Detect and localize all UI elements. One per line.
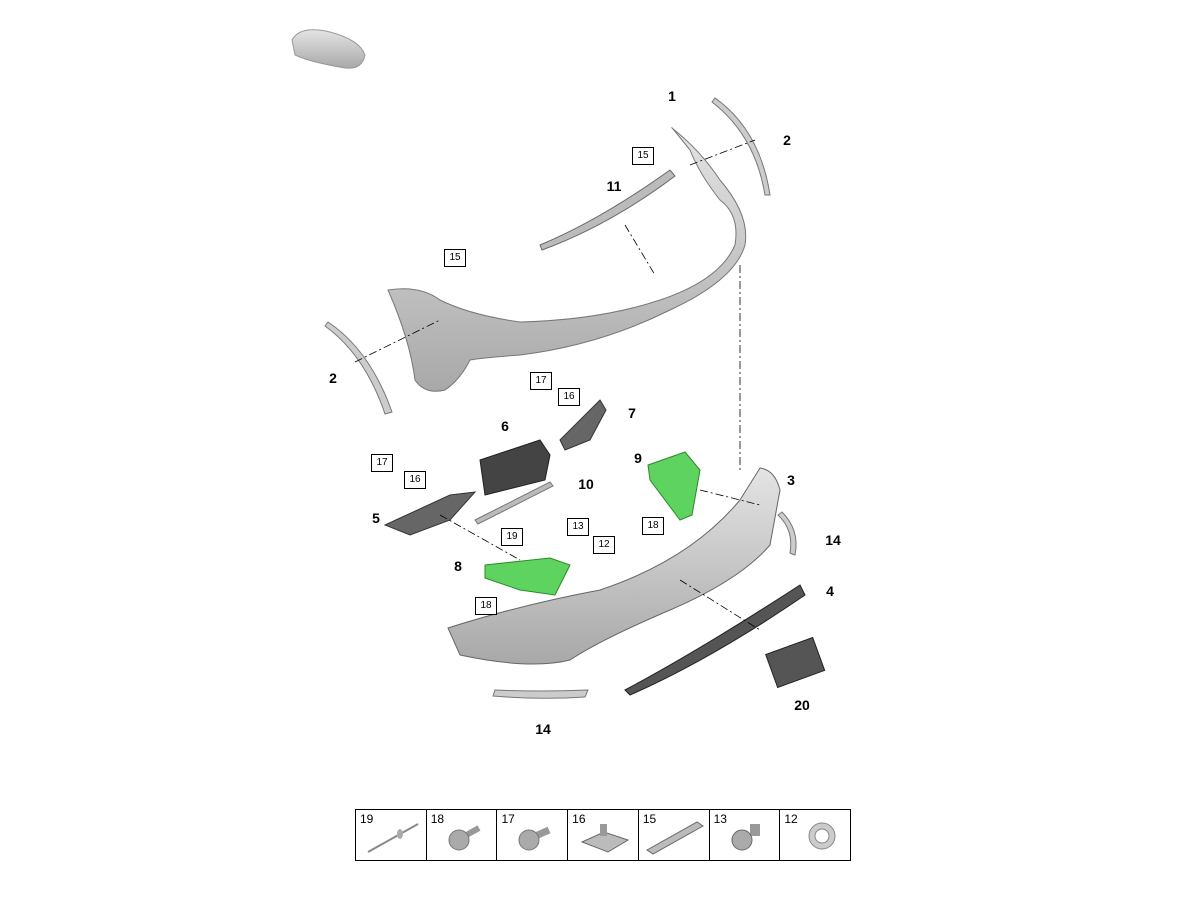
legend-cell-17[interactable]: 17 <box>497 810 569 860</box>
legend-number: 19 <box>360 812 374 826</box>
legend-number: 13 <box>713 812 727 826</box>
fastener-legend: 19 18 17 16 15 13 12 <box>355 809 851 861</box>
ref-box-17[interactable]: 17 <box>371 454 393 472</box>
clip-nut-icon <box>580 824 630 853</box>
part-10 <box>474 481 554 525</box>
ref-box-16[interactable]: 16 <box>558 388 580 406</box>
callout-14: 14 <box>825 532 841 548</box>
callout-20: 20 <box>794 697 810 713</box>
callout-14: 14 <box>535 721 551 737</box>
legend-number: 12 <box>784 812 798 826</box>
bumper-cover <box>387 127 747 392</box>
part-7 <box>559 399 607 451</box>
bumper-strip-11 <box>539 169 676 251</box>
screw-icon <box>448 825 481 851</box>
callout-9: 9 <box>634 450 642 466</box>
ref-box-15[interactable]: 15 <box>444 249 466 267</box>
callout-11: 11 <box>606 178 622 194</box>
ring-icon <box>808 822 836 850</box>
legend-cell-18[interactable]: 18 <box>427 810 498 860</box>
part-5 <box>383 491 477 536</box>
screw-icon <box>518 826 551 851</box>
part-20 <box>765 636 826 689</box>
callout-3: 3 <box>787 472 795 488</box>
trim-14-right <box>777 511 797 556</box>
legend-cell-13[interactable]: 13 <box>710 810 781 860</box>
callout-2: 2 <box>329 370 337 386</box>
ref-box-18[interactable]: 18 <box>642 517 664 535</box>
callout-7: 7 <box>628 405 636 421</box>
legend-number: 18 <box>430 812 445 826</box>
callout-6: 6 <box>501 418 509 434</box>
legend-cell-19[interactable]: 19 <box>356 810 427 860</box>
leader-lines <box>354 139 761 631</box>
ref-box-19[interactable]: 19 <box>501 528 523 546</box>
sensor-icon <box>731 824 760 851</box>
ref-box-15[interactable]: 15 <box>632 147 654 165</box>
trim-14-lower <box>492 689 589 699</box>
callout-5: 5 <box>372 510 380 526</box>
callout-8: 8 <box>454 558 462 574</box>
callout-10: 10 <box>578 476 594 492</box>
guide-rail-icon <box>645 821 704 855</box>
callout-4: 4 <box>826 583 834 599</box>
legend-number: 15 <box>642 812 657 826</box>
legend-number: 17 <box>501 812 515 826</box>
ref-box-17[interactable]: 17 <box>530 372 552 390</box>
ref-box-12[interactable]: 12 <box>593 536 615 554</box>
part-8-highlighted <box>484 557 571 596</box>
ref-box-18[interactable]: 18 <box>475 597 497 615</box>
part-9-highlighted <box>647 451 701 521</box>
ref-box-16[interactable]: 16 <box>404 471 426 489</box>
trim-2-right <box>711 97 771 196</box>
grille-4 <box>624 584 806 696</box>
trim-2-left <box>324 321 393 415</box>
callout-1: 1 <box>668 88 676 104</box>
legend-cell-16[interactable]: 16 <box>568 810 639 860</box>
car-thumbnail-icon <box>291 29 366 69</box>
legend-number: 16 <box>572 812 586 826</box>
part-6 <box>479 439 551 496</box>
rivet-icon <box>367 823 419 853</box>
lower-bumper-3 <box>447 467 781 665</box>
legend-cell-15[interactable]: 15 <box>639 810 710 860</box>
ref-box-13[interactable]: 13 <box>567 518 589 536</box>
legend-cell-12[interactable]: 12 <box>780 810 850 860</box>
callout-2: 2 <box>783 132 791 148</box>
